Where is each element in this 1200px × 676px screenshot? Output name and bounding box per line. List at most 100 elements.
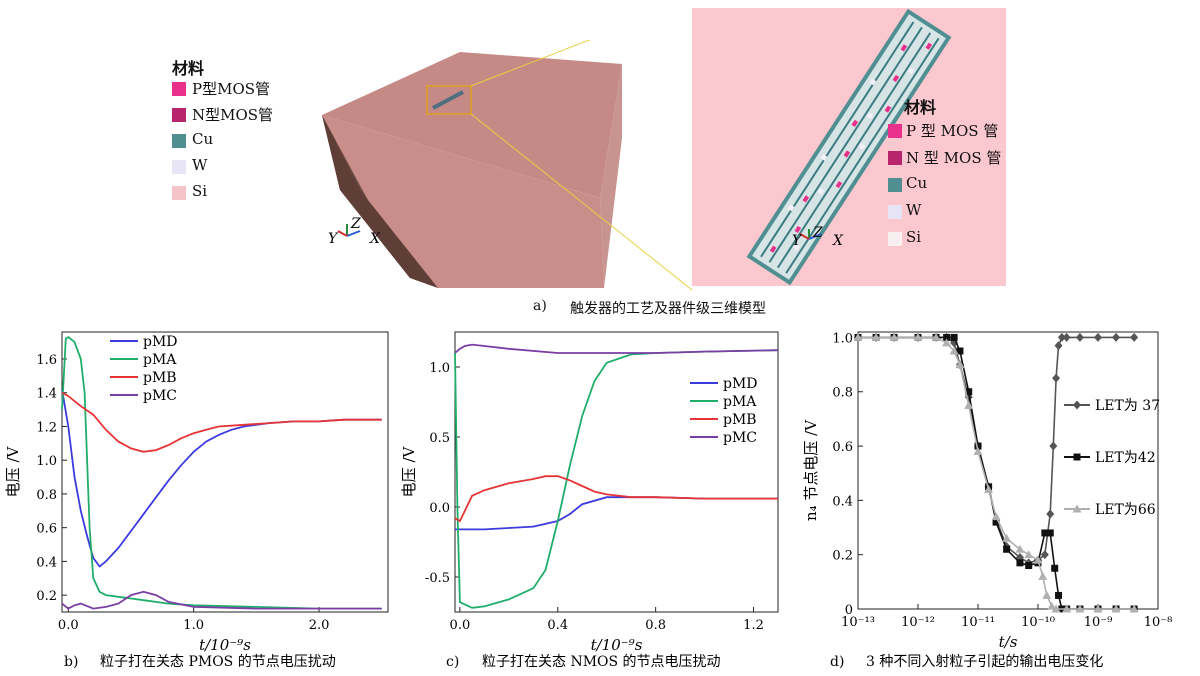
data-point: [991, 512, 1001, 521]
inset-swatch-icon: [888, 151, 902, 165]
block-3d-model: Y Z X: [322, 40, 693, 291]
caption-label: c): [446, 654, 459, 670]
data-point: [1111, 604, 1121, 613]
series-line-1: [455, 496, 778, 531]
x-tick-label: 1.2: [743, 618, 764, 633]
y-tick-label: 0.0: [429, 501, 450, 516]
inset-circuit: Y Z X: [746, 8, 952, 286]
data-point: [913, 332, 923, 341]
y-tick-label: 1.0: [832, 331, 853, 346]
data-point: [1049, 441, 1058, 451]
inset-swatch-icon: [888, 232, 902, 246]
inset-axis-x: X: [832, 233, 844, 249]
axis-z-label: Z: [350, 216, 361, 232]
plot-frame: [61, 331, 389, 613]
data-point: [949, 346, 959, 355]
y-tick-label: 0: [845, 603, 853, 618]
x-tick-label: 2.0: [309, 618, 330, 633]
legend-label: P型MOS管: [192, 80, 271, 98]
caption-label: b): [64, 654, 78, 670]
legend-label: pMD: [143, 334, 178, 350]
y-tick-label: -0.5: [425, 571, 450, 586]
x-tick-label: 0.0: [58, 618, 79, 633]
caption-label: d): [830, 654, 844, 670]
data-point: [956, 347, 964, 355]
x-tick-label: 10⁻¹²: [901, 615, 935, 630]
series-line-2: [858, 336, 1135, 610]
data-point: [1062, 604, 1072, 613]
data-point: [950, 333, 958, 341]
data-point: [1046, 509, 1055, 519]
x-tick-label: 0.4: [547, 618, 568, 633]
legend-swatch-icon: [172, 160, 186, 174]
data-point: [1040, 550, 1049, 560]
data-point: [1075, 332, 1084, 342]
data-point: [1002, 533, 1012, 542]
x-tick-label: 1.0: [183, 618, 204, 633]
legend-label: N型MOS管: [192, 106, 274, 124]
series-line-4: [61, 590, 382, 610]
inset-legend-label: Si: [906, 228, 922, 246]
data-point: [1051, 604, 1061, 613]
series-line-3: [454, 475, 778, 523]
x-tick-label: 10⁻⁹: [1084, 615, 1113, 630]
legend-label: LET为42: [1095, 450, 1156, 466]
inset-swatch-icon: [888, 205, 902, 219]
data-point: [1093, 604, 1103, 613]
data-point: [950, 338, 959, 348]
series-line-3: [61, 391, 382, 453]
caption: 粒子打在关态 NMOS 的节点电压扰动: [482, 653, 721, 670]
data-point: [1112, 332, 1121, 342]
data-point: [1015, 544, 1025, 553]
data-point: [942, 338, 952, 347]
y-tick-label: 0.4: [832, 494, 853, 509]
legend-label: pMC: [723, 430, 757, 446]
y-axis-label: 电压 /V: [400, 446, 418, 498]
data-point: [1046, 529, 1054, 537]
series-line-2: [61, 335, 382, 610]
x-tick-label: 10⁻¹¹: [961, 615, 995, 630]
y-tick-label: 1.2: [36, 420, 57, 435]
inset-legend-label: W: [906, 201, 922, 219]
data-point: [965, 388, 973, 396]
y-tick-label: 0.4: [36, 555, 57, 570]
data-point: [1052, 373, 1061, 383]
data-point: [1033, 555, 1043, 564]
y-tick-label: 0.2: [832, 549, 853, 564]
x-tick-label: 10⁻⁸: [1144, 615, 1173, 630]
x-tick-label: 10⁻¹³: [841, 615, 875, 630]
data-point: [1075, 604, 1085, 613]
caption: 粒子打在关态 PMOS 的节点电压扰动: [100, 653, 336, 670]
data-point: [1051, 564, 1059, 572]
y-tick-label: 0.6: [832, 440, 853, 455]
data-point: [853, 332, 863, 341]
x-tick-label: 0.0: [450, 618, 471, 633]
legend-swatch-icon: [172, 108, 186, 122]
data-point: [931, 332, 941, 341]
legend-label: pMB: [723, 412, 757, 428]
data-point: [943, 333, 951, 341]
legend-label: LET为 37: [1095, 398, 1160, 414]
x-tick-label: 0.8: [645, 618, 666, 633]
data-point: [984, 485, 994, 494]
data-point: [1025, 562, 1033, 570]
legend-title: 材料: [172, 59, 205, 78]
legend-label: pMB: [143, 370, 177, 386]
caption-a: 触发器的工艺及器件级三维模型: [570, 301, 766, 317]
data-point: [1062, 332, 1071, 342]
y-tick-label: 0.6: [36, 522, 57, 537]
data-point: [1016, 559, 1024, 567]
inset-legend-label: N 型 MOS 管: [906, 149, 1002, 167]
series-line-2: [454, 349, 779, 609]
data-point: [1054, 341, 1063, 351]
legend-label: W: [192, 156, 208, 174]
block-top-face: [322, 52, 622, 198]
data-point: [1041, 529, 1049, 537]
legend-swatch-icon: [172, 186, 186, 200]
data-point: [1047, 601, 1057, 610]
data-point: [955, 360, 965, 369]
block-right-face: [600, 64, 622, 288]
inset-legend-label: P 型 MOS 管: [906, 122, 999, 140]
y-tick-label: 1.0: [36, 454, 57, 469]
